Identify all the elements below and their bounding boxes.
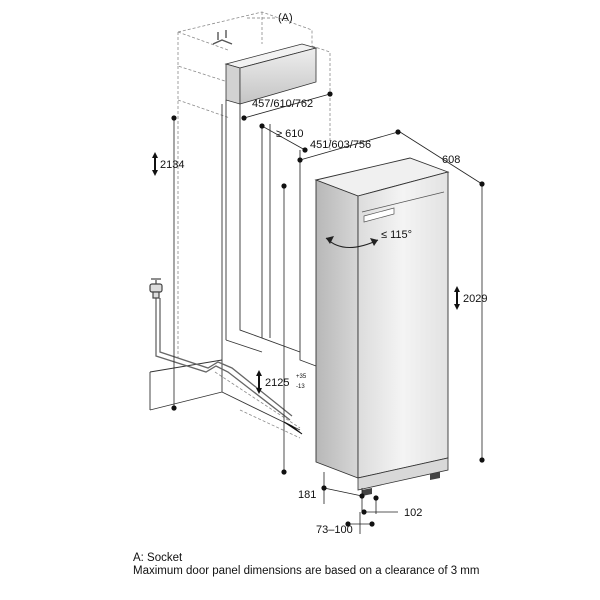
water-pipe: [155, 298, 293, 421]
water-flow-arrow: [283, 421, 303, 435]
door-swing-arrow-right: [370, 238, 378, 246]
installed-height-label: 2125: [265, 377, 289, 389]
niche-depth-label: ≥ 610: [276, 128, 303, 140]
niche-outline: [177, 11, 331, 439]
appliance-width-label: 451/603/756: [310, 139, 371, 151]
upper-cabinet-block: [224, 43, 318, 105]
installed-height-tolerance-minus: -13: [296, 384, 305, 390]
socket-note: A: Socket: [133, 552, 183, 564]
dimension-lines: [173, 93, 483, 534]
door-panel-note: Maximum door panel dimensions are based …: [133, 565, 480, 577]
niche-height-label: 2134: [160, 159, 184, 171]
socket-icon: [212, 30, 233, 45]
niche-width-label: 457/610/762: [252, 98, 313, 110]
plinth-setback-label: 73–100: [316, 524, 353, 536]
door-swing-arrow-left: [326, 236, 334, 244]
plinth-depth-label: 181: [298, 489, 316, 501]
appliance-depth-label: 608: [442, 154, 460, 166]
niche-walls: [149, 100, 317, 431]
door-angle-label: ≤ 115°: [381, 229, 412, 241]
water-tap-icon: [149, 278, 163, 299]
height-arrows: [152, 152, 460, 394]
diagram-legend: A: Socket Maximum door panel dimensions …: [133, 552, 479, 578]
dimension-dots: [171, 91, 485, 527]
socket-callout-label: (A): [278, 12, 293, 24]
plinth-height-label: 102: [404, 507, 422, 519]
refrigerator-body: [314, 157, 450, 496]
installed-height-tolerance-plus: +35: [296, 374, 307, 380]
appliance-height-label: 2029: [463, 293, 487, 305]
